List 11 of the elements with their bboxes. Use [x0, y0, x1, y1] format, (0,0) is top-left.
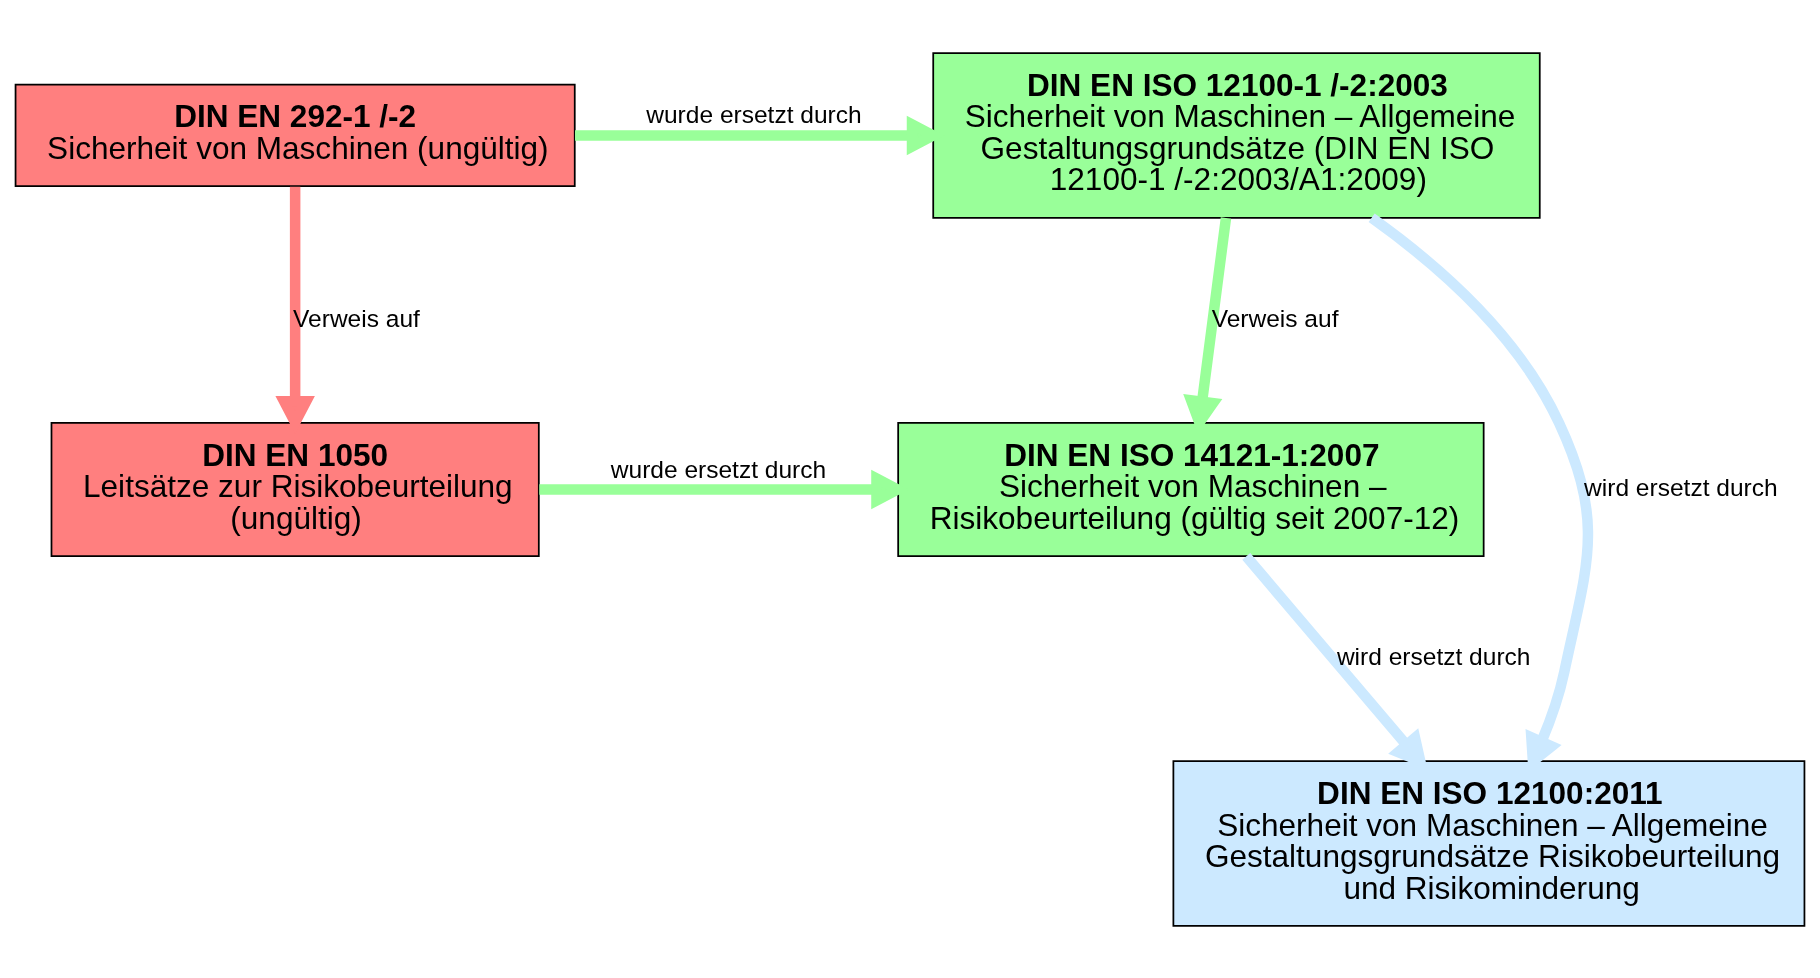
node-box: DIN EN ISO 12100:2011 Sicherheit von Maschinen – Allgemeine Gestaltungsgrundsätze Risikobeurteilung und Risikominderung — [1172, 759, 1806, 927]
edge-label: wird ersetzt durch — [1336, 642, 1531, 670]
edge-label: wird ersetzt durch — [1584, 473, 1778, 501]
edge-label: Verweis auf — [1211, 304, 1339, 332]
node-box: DIN EN ISO 14121-1:2007 Sicherheit von Maschinen – Risikobeurteilung (gültig seit 2007-12) — [897, 421, 1485, 557]
edge-label: Verweis auf — [293, 304, 420, 332]
node-box: DIN EN ISO 12100-1 /-2:2003 Sicherheit von Maschinen – Allgemeine Gestaltungsgrundsätze (DIN EN ISO 12100-1 /-2:2003/A1:2009) — [932, 51, 1541, 219]
node-box: DIN EN 1050 Leitsätze zur Risikobeurteilung (ungültig) — [50, 421, 540, 557]
node-box: DIN EN 292-1 /-2 Sicherheit von Maschinen (ungültig) — [14, 83, 576, 187]
edge-label: wurde ersetzt durch — [610, 455, 827, 483]
edge-label: wurde ersetzt durch — [646, 100, 862, 128]
